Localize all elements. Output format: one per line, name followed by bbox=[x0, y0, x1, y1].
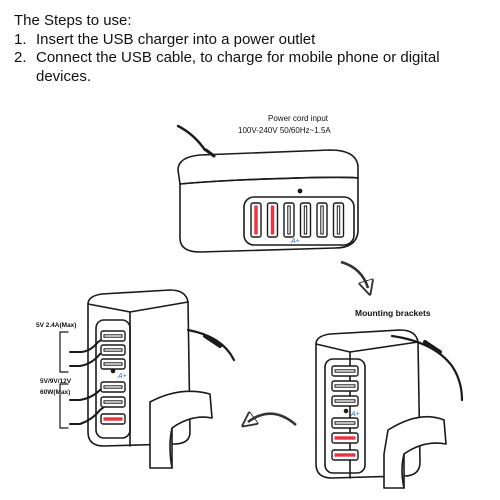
usb-port-right-4 bbox=[331, 417, 359, 429]
usb-port-front-6 bbox=[332, 202, 345, 238]
port-panel-right bbox=[324, 358, 366, 474]
power-cord-front bbox=[176, 124, 207, 152]
usb-port-right-3 bbox=[331, 395, 359, 407]
charger-front-ports bbox=[250, 202, 345, 238]
step-2-text: Connect the USB cable, to charge for mob… bbox=[36, 49, 440, 85]
arrow-down-icon bbox=[340, 260, 368, 288]
usb-port-right-2 bbox=[331, 380, 359, 392]
usb-port-front-3 bbox=[283, 202, 295, 238]
power-cord-right bbox=[390, 334, 464, 402]
step-1-number: 1. bbox=[14, 30, 27, 48]
instructions-heading: The Steps to use: bbox=[14, 12, 132, 29]
charger-left-ports bbox=[100, 330, 126, 425]
usb-port-right-1 bbox=[331, 365, 359, 377]
usb-cables bbox=[69, 335, 109, 425]
usb-port-right-6 bbox=[331, 449, 359, 461]
step-1-text: Insert the USB charger into a power outl… bbox=[36, 30, 316, 48]
charger-left-body bbox=[87, 289, 191, 447]
power-cord-left bbox=[186, 328, 236, 362]
port-panel-front bbox=[243, 196, 355, 246]
usb-port-front-2 bbox=[266, 202, 279, 238]
usb-port-left-4 bbox=[100, 381, 126, 393]
power-cord-label-2: 100V-240V 50/60Hz~1.5A bbox=[238, 126, 331, 135]
left-label-qc-2: 60W(Max) bbox=[40, 389, 70, 396]
arrow-left-icon bbox=[248, 414, 297, 425]
step-2: 2. Connect the USB cable, to charge for … bbox=[14, 49, 484, 86]
front-port-marking: A+ bbox=[290, 238, 300, 245]
usb-port-left-2 bbox=[100, 344, 126, 356]
left-port-marking: A+ bbox=[117, 373, 127, 380]
usb-port-front-1 bbox=[250, 202, 262, 238]
usb-port-left-6 bbox=[100, 413, 126, 425]
left-label-qc-1: 5V/9V/12V bbox=[40, 378, 72, 385]
instructions: The Steps to use: 1. Insert the USB char… bbox=[14, 12, 484, 86]
port-panel-left bbox=[95, 319, 131, 439]
usb-port-left-1 bbox=[100, 330, 126, 342]
usb-port-left-3 bbox=[100, 358, 126, 370]
charger-front-illustration bbox=[176, 124, 359, 253]
charger-right-ports bbox=[331, 365, 359, 461]
usb-port-right-5 bbox=[331, 432, 359, 444]
mounting-bracket-right bbox=[383, 415, 447, 489]
mounting-bracket-left bbox=[149, 390, 213, 469]
usb-port-front-5 bbox=[316, 202, 328, 238]
step-2-number: 2. bbox=[14, 49, 27, 66]
charger-right-body bbox=[315, 329, 421, 479]
mounting-brackets-label: Mounting brackets bbox=[355, 308, 431, 318]
right-port-marking: A+ bbox=[350, 411, 360, 418]
step-1: 1. Insert the USB charger into a power o… bbox=[14, 31, 484, 50]
usb-port-left-5 bbox=[100, 396, 126, 408]
power-cord-label-1: Power cord input bbox=[268, 114, 329, 123]
usb-port-front-4 bbox=[299, 202, 312, 238]
charger-front-face bbox=[179, 176, 359, 253]
left-label-5v: 5V 2.4A(Max) bbox=[36, 322, 76, 329]
charger-right-illustration bbox=[315, 329, 464, 489]
charger-left-illustration bbox=[59, 289, 236, 469]
